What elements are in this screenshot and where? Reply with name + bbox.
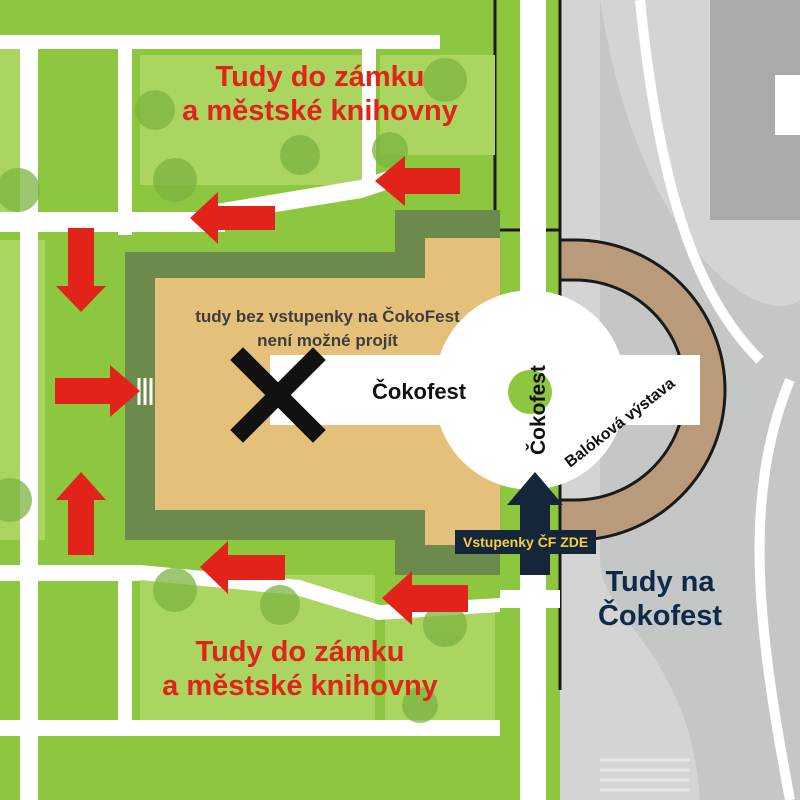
castle-library-bottom-label: Tudy do zámku a městské knihovny [120, 635, 480, 703]
chocofest-avenue [270, 290, 700, 490]
tickets-label: Vstupenky ČF ZDE [455, 530, 597, 554]
arrow-left-icon [382, 571, 468, 625]
arrow-up-icon [56, 472, 106, 555]
axis-circle [508, 370, 552, 414]
way-to-chocofest-label: Tudy na Čokofest [575, 565, 745, 633]
chocofest-vertical-label: Čokofest [526, 365, 550, 455]
steps [600, 758, 690, 792]
arrow-left-icon [190, 192, 275, 244]
castle-library-top-label: Tudy do zámku a městské knihovny [140, 60, 500, 128]
no-entry-note: tudy bez vstupenky na ČokoFest není možn… [150, 305, 505, 353]
walking-paths [0, 0, 560, 800]
no-entry-line-2: není možné projít [257, 331, 398, 350]
no-entry-line-1: tudy bez vstupenky na ČokoFest [195, 307, 460, 326]
building-marker [775, 75, 800, 135]
arrow-left-icon [375, 156, 460, 206]
way-line-2: Čokofest [597, 600, 723, 632]
street-road-line [635, 0, 764, 364]
chocofest-center-label: Čokofest [372, 379, 467, 404]
castle-bottom-line-2: a městské knihovny [162, 670, 438, 702]
castle-top-line-2: a městské knihovny [182, 95, 458, 127]
red-arrows [55, 156, 468, 625]
street-road-line-2 [754, 378, 795, 800]
no-entry-cross-icon [230, 347, 326, 443]
trees [0, 58, 467, 723]
way-line-1: Tudy na [605, 566, 715, 598]
arrow-left-icon [200, 541, 285, 594]
arrow-right-icon [55, 365, 140, 417]
castle-top-line-1: Tudy do zámku [215, 61, 425, 93]
castle-bottom-line-1: Tudy do zámku [195, 636, 405, 668]
arrow-down-icon [56, 228, 106, 312]
